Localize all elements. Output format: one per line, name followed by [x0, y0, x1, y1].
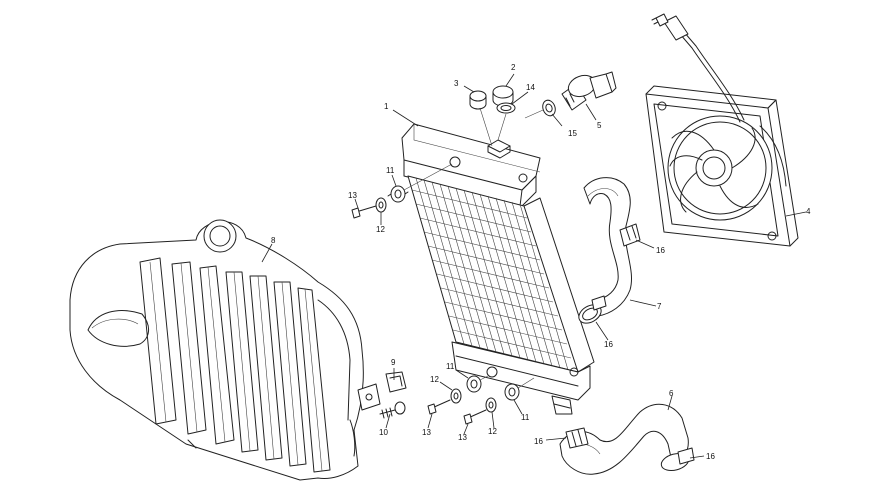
callout-12b: 12 — [430, 375, 439, 384]
callout-10: 10 — [379, 428, 388, 437]
grommet-11-lower-a — [466, 375, 482, 393]
seal-washer-15 — [542, 99, 556, 117]
callout-numbers: 1 2 3 14 15 5 4 16 7 16 8 11 13 12 9 10 … — [271, 63, 811, 461]
grommet-11-lower-b — [504, 383, 520, 401]
grommet-11-upper — [387, 185, 409, 203]
fan-assembly — [645, 13, 799, 247]
plug-3 — [469, 90, 487, 110]
callout-11b: 11 — [446, 362, 455, 371]
washer-12-upper — [375, 197, 387, 213]
callout-6: 6 — [669, 389, 674, 398]
screw-13-lower-b — [463, 409, 487, 425]
mount-axis-upper — [403, 163, 453, 191]
callout-13a: 13 — [348, 191, 357, 200]
callout-16b: 16 — [604, 340, 613, 349]
screw-13-lower-a — [427, 399, 451, 415]
callout-2: 2 — [511, 63, 516, 72]
washer-12-lower-a — [450, 388, 462, 404]
callout-3: 3 — [454, 79, 459, 88]
callout-15: 15 — [568, 129, 577, 138]
assembly-line-cap — [479, 107, 507, 147]
clip-nut-9 — [385, 371, 407, 393]
upper-hose-7 — [583, 177, 632, 317]
screw-10 — [379, 401, 406, 419]
callout-12a: 12 — [376, 225, 385, 234]
hose-clamp-16-upper — [619, 223, 641, 247]
hose-clamp-16-lower-left — [565, 427, 589, 449]
callout-7: 7 — [657, 302, 662, 311]
callout-16a: 16 — [656, 246, 665, 255]
seal-washer-14 — [496, 102, 516, 114]
callout-4: 4 — [806, 207, 811, 216]
radiator-core-fins — [411, 177, 572, 371]
assembly-line-switch — [524, 109, 544, 119]
callout-16c: 16 — [534, 437, 543, 446]
thermo-switch-5 — [561, 71, 617, 111]
hose-clamp-16-middle — [578, 295, 607, 324]
callout-16d: 16 — [706, 452, 715, 461]
mount-axis-lower-b — [517, 377, 535, 389]
callout-13c: 13 — [458, 433, 467, 442]
callout-5: 5 — [597, 121, 602, 130]
radiator — [401, 123, 595, 415]
callout-1: 1 — [384, 102, 389, 111]
screw-13-upper — [351, 205, 377, 219]
radiator-shroud — [69, 219, 381, 481]
callout-14: 14 — [526, 83, 535, 92]
callout-8: 8 — [271, 236, 276, 245]
hose-clamp-16-lower-right — [660, 447, 695, 472]
callout-12c: 12 — [488, 427, 497, 436]
washer-12-lower-b — [485, 397, 497, 413]
leader-lines — [261, 73, 807, 459]
callout-9: 9 — [391, 358, 396, 367]
shroud-slats — [139, 257, 331, 473]
callout-13b: 13 — [422, 428, 431, 437]
callout-11c: 11 — [521, 413, 530, 422]
callout-11a: 11 — [386, 166, 395, 175]
mount-axis-lower-a — [479, 375, 489, 381]
